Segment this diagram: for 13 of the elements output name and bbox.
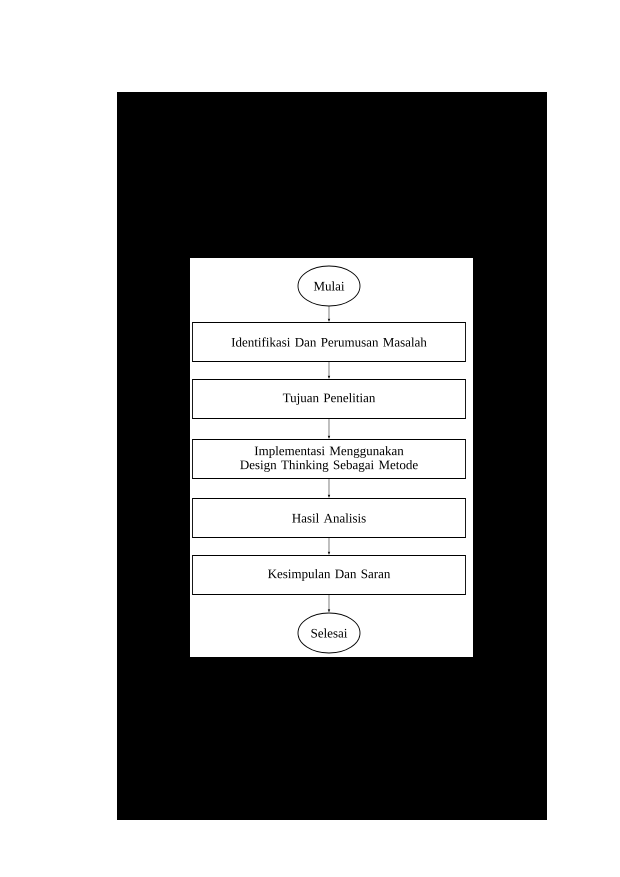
process-box: Kesimpulan Dan Saran — [192, 555, 466, 595]
terminal-oval: Mulai — [298, 266, 360, 306]
arrow — [328, 478, 330, 498]
terminal-oval: Selesai — [298, 612, 360, 654]
arrow — [328, 594, 330, 612]
process-box: Tujuan Penelitian — [192, 379, 466, 419]
process-box: Identifikasi Dan Perumusan Masalah — [192, 322, 466, 362]
process-box: Hasil Analisis — [192, 498, 466, 538]
process-box: Implementasi Menggunakan Design Thinking Sebagai Metode — [192, 439, 466, 479]
arrow — [328, 362, 330, 379]
arrow — [328, 306, 330, 322]
arrow — [328, 418, 330, 439]
arrow — [328, 538, 330, 555]
